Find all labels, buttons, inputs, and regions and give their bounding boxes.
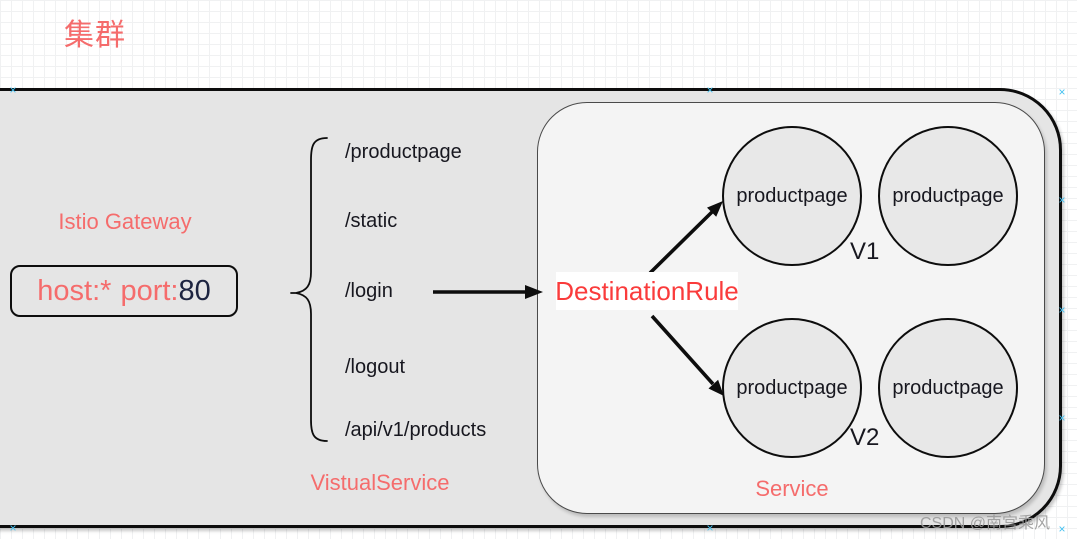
virtualservice-label: VistualService — [310, 470, 450, 495]
selection-handle-icon[interactable] — [705, 523, 715, 533]
destinationrule-node[interactable]: DestinationRule — [555, 272, 739, 310]
csdn-watermark: CSDN @南宫乘风 — [920, 515, 1051, 532]
route-path-logout: /logout — [345, 356, 406, 378]
route-path-static: /static — [345, 210, 398, 232]
selection-handle-icon[interactable] — [705, 85, 715, 95]
route-path-productpage: /productpage — [345, 141, 462, 163]
selection-handle-icon[interactable] — [8, 523, 18, 533]
route-path-api-v1-products: /api/v1/products — [345, 419, 487, 441]
pod-productpage-v2-b[interactable]: productpage — [878, 318, 1018, 458]
pod-productpage-v1-b[interactable]: productpage — [878, 126, 1018, 266]
selection-handle-icon[interactable] — [1057, 413, 1067, 423]
port-value: 80 — [178, 274, 211, 307]
istio-gateway-label: Istio Gateway — [58, 209, 192, 234]
version-label-v1: V1 — [850, 238, 880, 265]
host-value: host:* — [37, 274, 112, 307]
pod-productpage-v2-a[interactable]: productpage — [722, 318, 862, 458]
selection-handle-icon[interactable] — [8, 85, 18, 95]
selection-handle-icon[interactable] — [1057, 524, 1067, 534]
cluster-title: 集群 — [64, 19, 126, 52]
selection-handle-icon[interactable] — [1057, 305, 1067, 315]
port-label: port: — [120, 274, 179, 307]
version-label-v2: V2 — [850, 424, 880, 451]
selection-handle-icon[interactable] — [1057, 195, 1067, 205]
service-label: Service — [755, 476, 829, 501]
pod-productpage-v1-a[interactable]: productpage — [722, 126, 862, 266]
gateway-host-port-node[interactable]: host:* port: 80 — [10, 265, 238, 317]
selection-handle-icon[interactable] — [1057, 87, 1067, 97]
route-path-login: /login — [345, 280, 393, 302]
